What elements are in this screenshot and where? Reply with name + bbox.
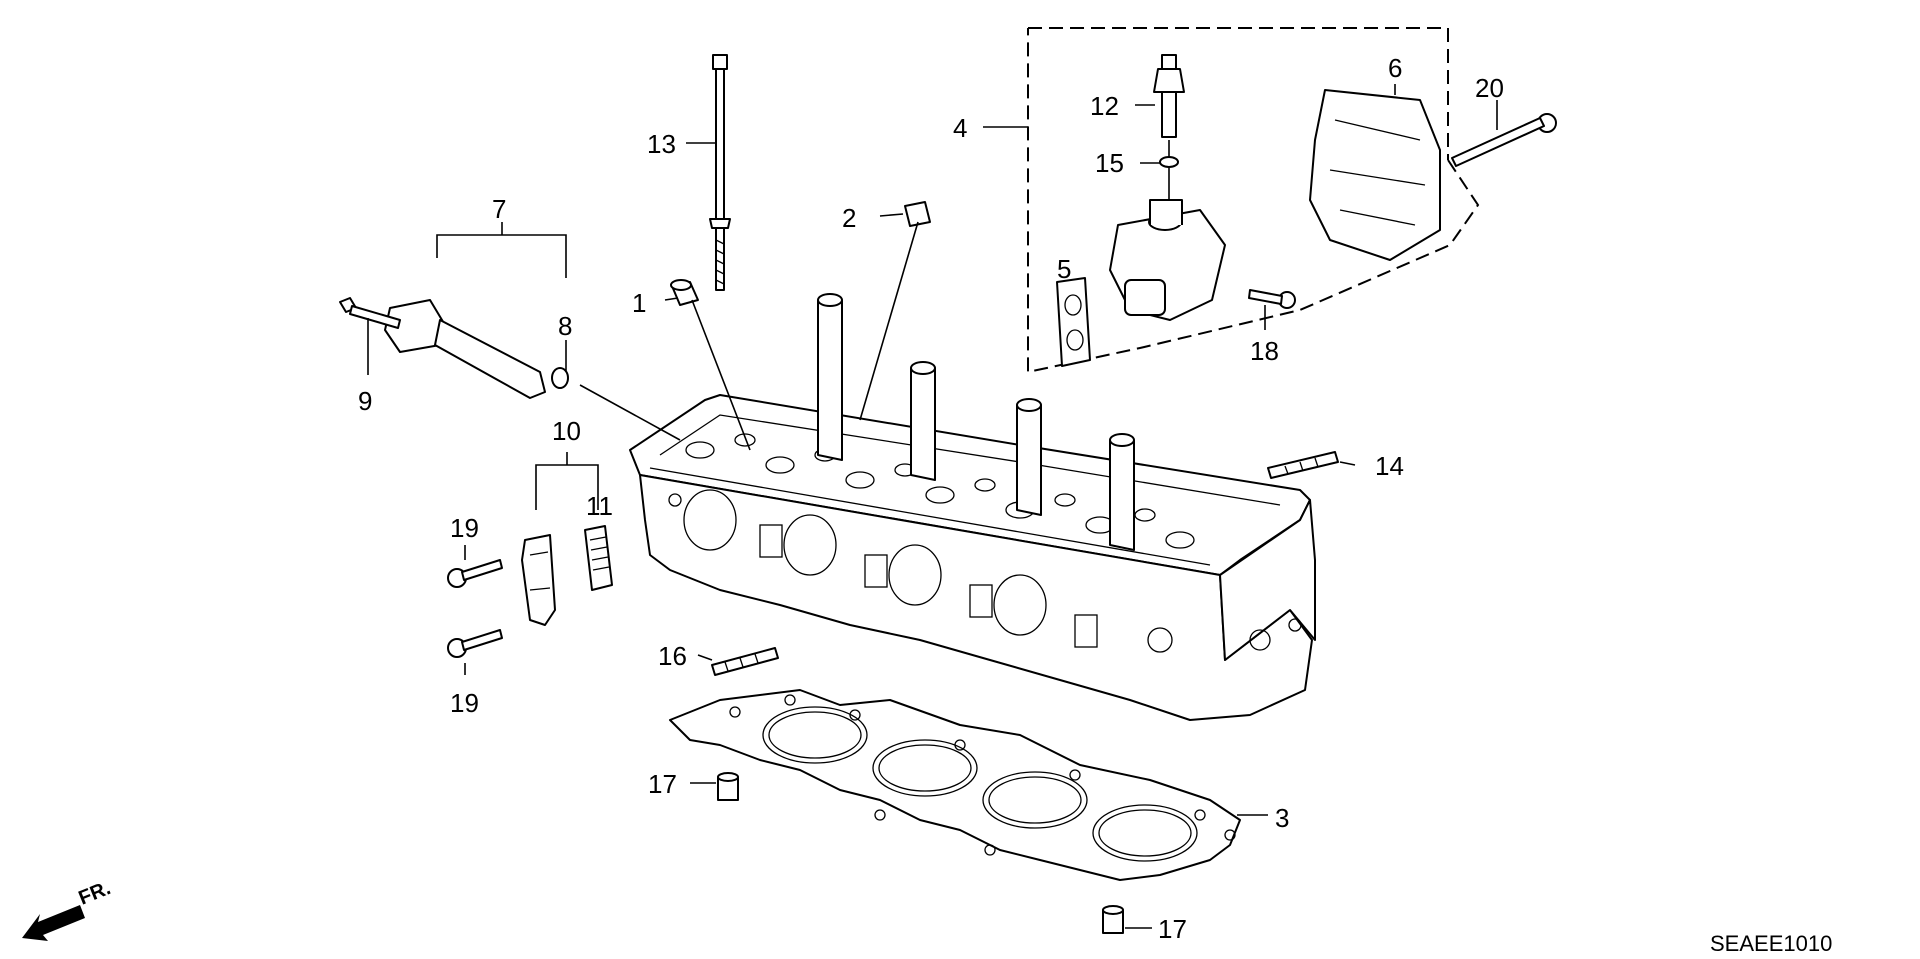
bolt-18[interactable] [1248, 289, 1296, 309]
callout-labels: 1 2 3 4 5 6 7 8 9 10 11 12 13 14 15 16 1… [358, 53, 1504, 944]
filter-screen[interactable] [584, 525, 613, 591]
callout-14: 14 [1375, 451, 1404, 481]
callout-10: 10 [552, 416, 581, 446]
stud-bolt-short[interactable] [711, 647, 779, 676]
callout-12: 12 [1090, 91, 1119, 121]
solenoid-bracket[interactable] [521, 534, 556, 626]
vtc-oil-control-valve[interactable] [1109, 199, 1226, 321]
callout-17-lower: 17 [1158, 914, 1187, 944]
dowel-pin-upper[interactable] [717, 772, 739, 801]
gasket-5[interactable] [1056, 277, 1091, 367]
callout-19-upper: 19 [450, 513, 479, 543]
callout-20: 20 [1475, 73, 1504, 103]
front-arrow-icon [22, 905, 85, 941]
spool-valve-assembly[interactable] [384, 299, 569, 399]
callout-16: 16 [658, 641, 687, 671]
vtc-cover-bracket[interactable] [1309, 89, 1441, 261]
head-bolt[interactable] [709, 54, 731, 291]
bolt-20[interactable] [1451, 113, 1557, 167]
callout-6: 6 [1388, 53, 1402, 83]
callout-15: 15 [1095, 148, 1124, 178]
callout-18: 18 [1250, 336, 1279, 366]
callout-4: 4 [953, 113, 967, 143]
callout-19-lower: 19 [450, 688, 479, 718]
callout-2: 2 [842, 203, 856, 233]
callout-8: 8 [558, 311, 572, 341]
callout-1: 1 [632, 288, 646, 318]
bolt-19-upper[interactable] [447, 559, 503, 588]
callout-9: 9 [358, 386, 372, 416]
callout-17-upper: 17 [648, 769, 677, 799]
callout-7: 7 [492, 194, 506, 224]
callout-3: 3 [1275, 803, 1289, 833]
bolt-19-lower[interactable] [447, 629, 503, 658]
cylinder-head[interactable] [629, 293, 1316, 721]
diagram-code: SEAEE1010 [1710, 931, 1832, 956]
washer-15[interactable] [1159, 156, 1179, 168]
oil-pressure-switch[interactable] [1153, 54, 1185, 138]
head-gasket[interactable] [669, 689, 1241, 881]
assembly-boundary [1027, 27, 1480, 374]
callout-5: 5 [1057, 254, 1071, 284]
callout-13: 13 [647, 129, 676, 159]
seal[interactable] [670, 279, 699, 306]
callout-11: 11 [586, 491, 613, 521]
cap[interactable] [904, 201, 931, 227]
dowel-pin-lower[interactable] [1102, 905, 1124, 934]
stud-bolt-long[interactable] [1267, 451, 1339, 479]
front-label: FR. [76, 877, 114, 909]
leader-lines [367, 84, 1498, 929]
bolt-9[interactable] [339, 297, 401, 329]
